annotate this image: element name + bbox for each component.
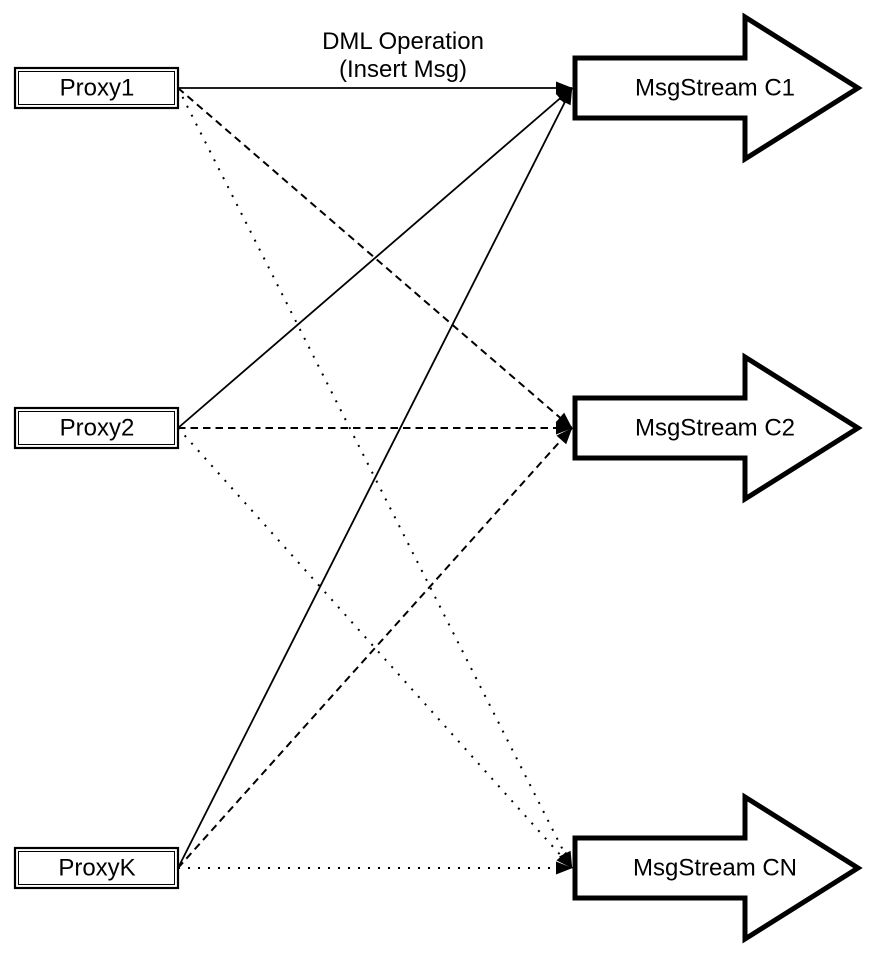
node-proxy2: Proxy2 [13,406,180,450]
node-msgstream-cn: MsgStream CN [572,792,863,944]
node-msgstream-c1: MsgStream C1 [572,12,863,164]
title-label: DML Operation (Insert Msg) [322,28,484,83]
node-msgstream-c2: MsgStream C2 [572,352,863,504]
title-line1: DML Operation [322,28,484,55]
msgstream-c1-arrow-shape [572,12,863,164]
proxy2-box [13,406,180,450]
proxy2-label: Proxy2 [60,415,135,442]
proxyk-box [13,846,180,890]
msgstream-c1-label: MsgStream C1 [635,75,795,102]
msgstream-c2-label: MsgStream C2 [635,415,795,442]
msgstream-cn-label: MsgStream CN [633,855,797,882]
proxy1-box-inner-border [18,71,175,105]
node-proxyk: ProxyK [13,846,180,890]
title-line2: (Insert Msg) [339,56,467,83]
msgstream-cn-arrow-shape [572,792,863,944]
proxy1-box [13,66,180,110]
edge-proxy2-to-c1 [177,87,573,429]
proxy2-box-inner-border [18,411,175,445]
proxy1-label: Proxy1 [60,75,135,102]
proxyk-label: ProxyK [58,855,135,882]
node-proxy1: Proxy1 [13,66,180,110]
edge-proxyk-to-c2 [177,427,573,869]
msgstream-c2-arrow-shape [572,352,863,504]
edge-proxyk-to-c1 [177,87,573,869]
proxyk-box-inner-border [18,851,175,885]
